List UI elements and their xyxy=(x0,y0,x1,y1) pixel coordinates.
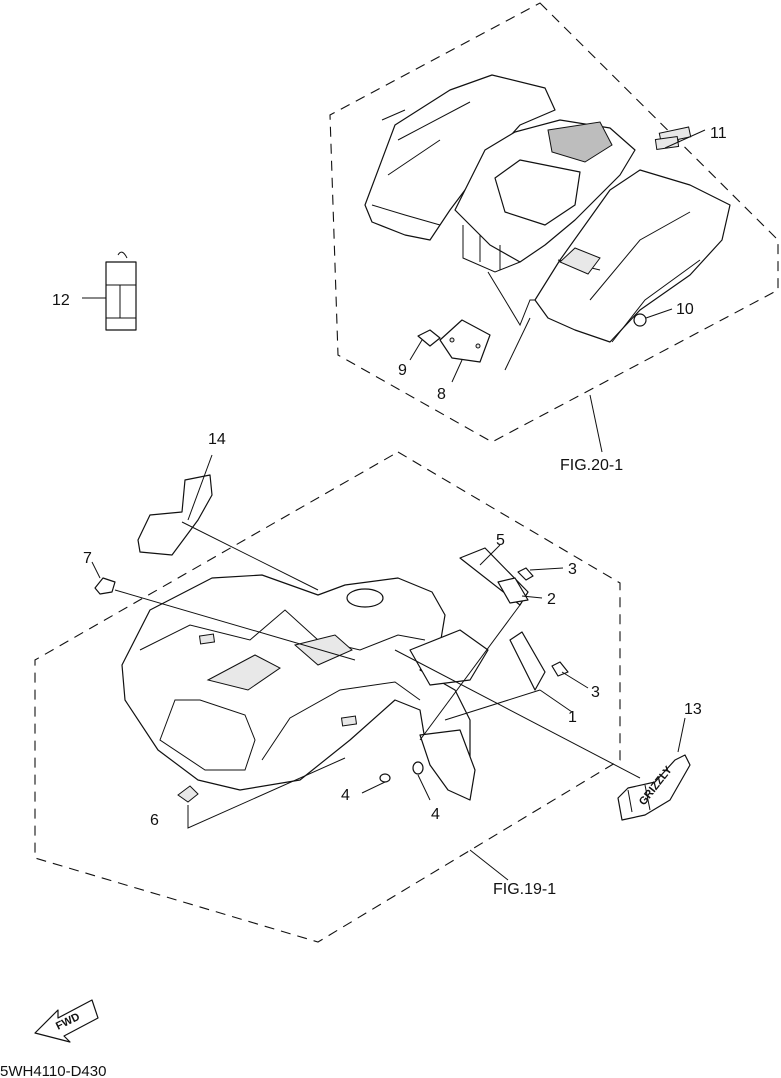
callout-9: 9 xyxy=(398,362,407,379)
callout-11: 11 xyxy=(710,125,727,142)
callout-7: 7 xyxy=(83,550,92,567)
part-9-clip xyxy=(417,329,441,347)
front-fender xyxy=(91,547,569,829)
callout-13: 13 xyxy=(684,701,702,718)
callout-10: 10 xyxy=(676,301,694,318)
rear-leaders xyxy=(409,129,706,453)
part-7-cap xyxy=(94,577,116,595)
callout-12: 12 xyxy=(52,292,70,309)
front-leaders xyxy=(361,544,641,881)
part-8-plate xyxy=(439,319,491,363)
front-fender-group-box xyxy=(34,451,621,943)
part-6-label xyxy=(177,785,199,803)
callout-3b: 3 xyxy=(591,684,600,701)
callout-6: 6 xyxy=(150,812,159,829)
rear-fender-group-box xyxy=(329,2,779,443)
fwd-arrow: FWD xyxy=(34,999,99,1043)
part-12-tag xyxy=(82,251,137,331)
part-1-plate xyxy=(509,631,546,691)
fig-ref-rear: FIG.20-1 xyxy=(560,457,623,474)
rear-fender xyxy=(364,74,731,363)
callout-14: 14 xyxy=(208,431,226,448)
part-13-decal: GRIZZLY xyxy=(617,717,691,821)
callout-5: 5 xyxy=(496,532,505,549)
callout-1: 1 xyxy=(568,709,577,726)
callout-4b: 4 xyxy=(431,806,440,823)
part-11-label xyxy=(654,135,680,151)
diagram-code: 5WH4110-D430 xyxy=(0,1063,106,1078)
fig-ref-front: FIG.19-1 xyxy=(493,881,556,898)
part-10-washer xyxy=(633,313,647,327)
callout-4a: 4 xyxy=(341,787,350,804)
part-3-screw-b xyxy=(551,661,569,677)
part-14-decal xyxy=(137,454,319,591)
callout-8: 8 xyxy=(437,386,446,403)
part-3-screw-a xyxy=(517,567,534,581)
callout-3a: 3 xyxy=(568,561,577,578)
part-2-plate xyxy=(497,577,529,604)
callout-2: 2 xyxy=(547,591,556,608)
